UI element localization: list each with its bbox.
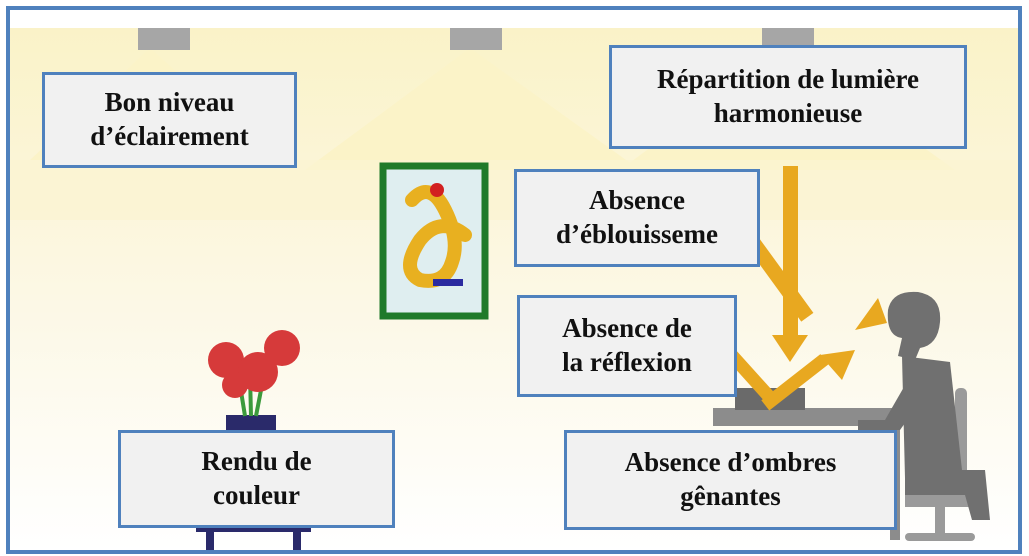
ray-reflect-up-head xyxy=(820,350,855,380)
ceiling-strip xyxy=(10,10,1018,28)
person-head xyxy=(887,291,941,360)
ray-reflect-up-body xyxy=(761,354,829,411)
flower-stand-leg-left xyxy=(206,530,214,550)
chair-seat xyxy=(905,495,975,507)
ray-vertical-head xyxy=(772,335,808,362)
picture-bar xyxy=(433,279,463,286)
flower-stand-leg-right xyxy=(293,530,301,550)
seated-person xyxy=(858,291,990,520)
chair-base xyxy=(905,533,975,541)
lamp-left xyxy=(138,28,190,50)
person-arm xyxy=(858,380,925,430)
picture-dot xyxy=(430,183,444,197)
lamp-middle xyxy=(450,28,502,50)
label-reflexion: Absence de la réflexion xyxy=(517,295,737,397)
ray-vertical-body xyxy=(783,166,798,336)
light-cone-middle xyxy=(305,48,640,170)
chair-post xyxy=(935,505,945,535)
label-repartition: Répartition de lumière harmonieuse xyxy=(609,45,967,149)
label-bon-niveau: Bon niveau d’éclairement xyxy=(42,72,297,168)
outer-frame xyxy=(6,6,1022,554)
person-torso xyxy=(902,356,962,478)
desk-top xyxy=(713,408,898,426)
label-rendu: Rendu de couleur xyxy=(118,430,395,528)
label-eblouissement: Absence d’éblouisseme xyxy=(514,169,760,267)
ceiling-lamps xyxy=(138,28,814,50)
person-legs xyxy=(905,470,990,520)
flower-blossoms xyxy=(208,330,300,398)
wall-picture xyxy=(379,162,489,320)
lamp-right xyxy=(762,28,814,50)
picture-art xyxy=(403,185,472,288)
label-ombres: Absence d’ombres gênantes xyxy=(564,430,897,530)
ray-glare-head xyxy=(855,298,887,330)
